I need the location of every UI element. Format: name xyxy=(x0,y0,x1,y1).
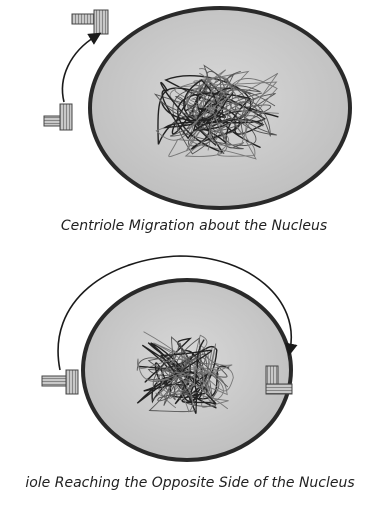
centriole-icon xyxy=(72,10,108,34)
caption-top: Centriole Migration about the Nucleus xyxy=(0,218,388,234)
top-panel xyxy=(44,8,350,208)
centriole-icon xyxy=(44,104,72,130)
nucleus-bottom xyxy=(83,280,291,460)
caption-bottom: iole Reaching the Opposite Side of the N… xyxy=(0,475,384,491)
centriole-icon xyxy=(42,370,78,394)
bottom-panel xyxy=(42,256,292,460)
